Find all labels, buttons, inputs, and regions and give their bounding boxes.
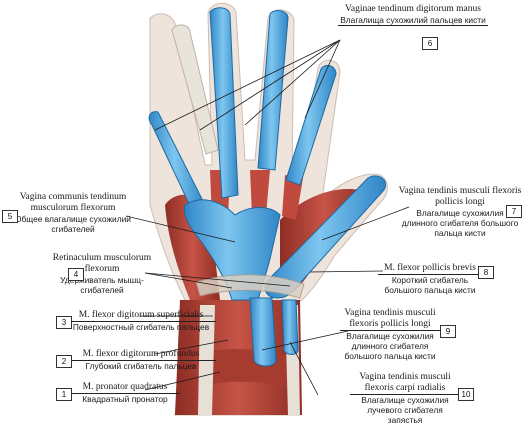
label-1: M. pronator quadratus Квадратный пронато… bbox=[70, 382, 180, 404]
number-box-9: 9 bbox=[440, 325, 456, 338]
label-6-russian: Влагалища сухожилий пальцев кисти bbox=[338, 15, 488, 26]
label-7: Vagina tendinis musculi flexoris pollici… bbox=[398, 186, 522, 238]
label-4: Retinaculum musculorum flexorum Удержива… bbox=[52, 253, 152, 295]
label-2-latin: M. flexor digitorum profundus bbox=[66, 349, 216, 361]
label-10-russian: Влагалище сухожилия лучевого сгибателя з… bbox=[361, 395, 449, 425]
label-8: M. flexor pollicis brevis Короткий сгиба… bbox=[378, 263, 482, 295]
label-5-russian: Общее влагалище сухожилий сгибателей bbox=[15, 214, 131, 234]
label-9: Vagina tendinis musculi flexoris pollici… bbox=[340, 308, 440, 361]
label-10: Vagina tendinis musculi flexoris carpi r… bbox=[350, 372, 460, 425]
label-5-latin: Vagina communis tendinum musculorum flex… bbox=[19, 192, 127, 213]
number-box-3: 3 bbox=[56, 316, 72, 329]
fpl-sheath-wrist bbox=[249, 297, 277, 367]
ring-finger-sheath bbox=[209, 7, 239, 199]
label-3: M. flexor digitorum superficialis Поверх… bbox=[66, 310, 216, 332]
middle-finger-sheath bbox=[257, 10, 289, 171]
label-3-latin: M. flexor digitorum superficialis bbox=[66, 310, 216, 322]
label-1-latin: M. pronator quadratus bbox=[70, 382, 180, 394]
fcr-sheath bbox=[281, 299, 299, 355]
number-box-7: 7 bbox=[506, 205, 522, 218]
label-4-latin: Retinaculum musculorum flexorum bbox=[52, 253, 152, 274]
label-9-russian: Влагалище сухожилия длинного сгибателя б… bbox=[344, 331, 436, 361]
label-5: Vagina communis tendinum musculorum flex… bbox=[6, 192, 140, 234]
finger-tendon-sheaths bbox=[148, 7, 337, 211]
number-box-1: 1 bbox=[56, 388, 72, 401]
little-finger-sheath bbox=[148, 111, 206, 211]
label-1-russian: Квадратный пронатор bbox=[82, 394, 168, 404]
lumbrical bbox=[282, 175, 303, 220]
number-box-4: 4 bbox=[68, 268, 84, 281]
lumbrical bbox=[250, 170, 270, 215]
label-6-latin: Vaginae tendinum digitorum manus bbox=[345, 4, 481, 14]
label-7-russian: Влагалище сухожилия длинного сгибателя б… bbox=[401, 208, 519, 238]
label-6: Vaginae tendinum digitorum manus Влагали… bbox=[338, 4, 488, 26]
label-8-latin: M. flexor pollicis brevis bbox=[378, 263, 482, 275]
number-box-2: 2 bbox=[56, 355, 72, 368]
label-7-latin: Vagina tendinis musculi flexoris pollici… bbox=[398, 186, 522, 207]
label-9-latin: Vagina tendinis musculi flexoris pollici… bbox=[340, 308, 440, 331]
number-box-10: 10 bbox=[458, 388, 474, 401]
number-box-6: 6 bbox=[422, 37, 438, 50]
label-8-russian: Короткий сгибатель большого пальца кисти bbox=[384, 275, 476, 295]
index-finger-sheath bbox=[285, 65, 337, 186]
finger-tendon bbox=[171, 24, 219, 155]
number-box-8: 8 bbox=[478, 266, 494, 279]
label-4-russian: Удерживатель мышц-сгибателей bbox=[60, 275, 144, 295]
label-10-latin: Vagina tendinis musculi flexoris carpi r… bbox=[350, 372, 460, 395]
leader-lines bbox=[125, 39, 410, 396]
label-2-russian: Глубокий сгибатель пальцев bbox=[85, 361, 197, 371]
label-2: M. flexor digitorum profundus Глубокий с… bbox=[66, 349, 216, 371]
number-box-5: 5 bbox=[2, 210, 18, 223]
flexor-retinaculum bbox=[195, 274, 305, 299]
label-3-russian: Поверхностный сгибатель пальцев bbox=[72, 322, 210, 332]
